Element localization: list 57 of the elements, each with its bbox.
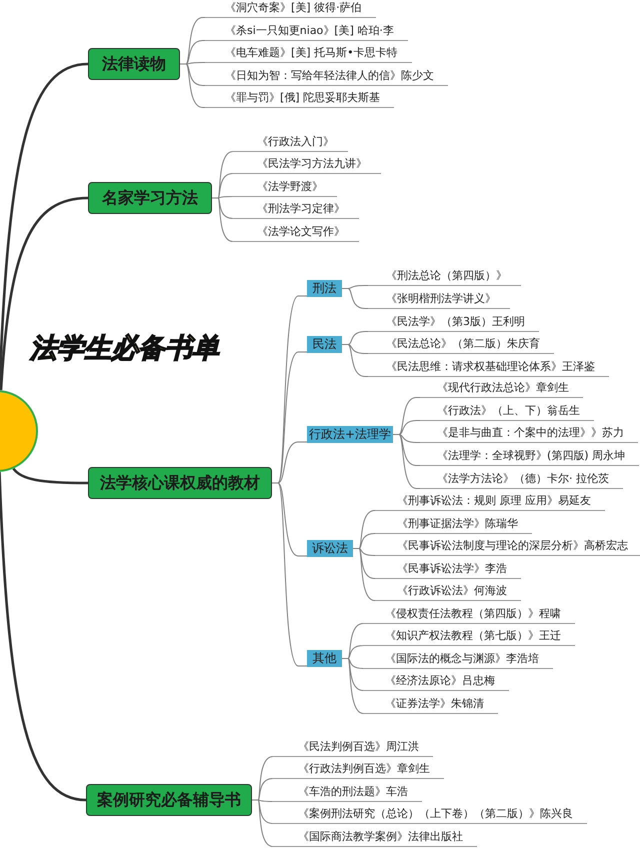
connector [180, 64, 206, 108]
connector [342, 658, 364, 714]
book-item: 《电车难题》[美] 托马斯•卡思卡特 [205, 45, 412, 63]
topic-box: 法律读物 [88, 48, 180, 80]
book-item: 《法学方法论》（德）卡尔· 拉伦茨 [420, 471, 623, 489]
connector [0, 472, 86, 802]
book-item: 《法学野渡》 [232, 179, 337, 197]
book-item: 《刑法学习定律》 [232, 201, 359, 219]
book-item: 《法学论文写作》 [232, 224, 359, 242]
connector [0, 196, 88, 390]
book-item: 《罪与罚》[俄] 陀思妥耶夫斯基 [205, 90, 394, 108]
book-item: 《现代行政法总论》章剑生 [420, 380, 583, 398]
connector [252, 800, 274, 847]
title: 法学生必备书单 [30, 332, 219, 366]
connector [12, 468, 88, 484]
book-item: 《刑事证据法学》陈瑞华 [375, 516, 532, 534]
book-item: 《张明楷刑法学讲义》 [368, 291, 510, 309]
book-item: 《民法总论》（第二版）朱庆育 [368, 336, 554, 354]
book-item: 《车浩的刑法题》车浩 [272, 784, 422, 802]
book-item: 《国际法的概念与渊源》李浩培 [363, 651, 553, 669]
book-item: 《刑事诉讼法：规则 原理 应用》易延友 [375, 493, 605, 511]
topic-box: 案例研究必备辅导书 [86, 784, 252, 816]
category-box: 其他 [307, 650, 342, 667]
category-box: 诉讼法 [307, 540, 353, 557]
connector [272, 482, 308, 666]
connector [342, 344, 368, 377]
book-item: 《行政法判例百选》章剑生 [272, 761, 444, 779]
book-item: 《行政法》（上、下）翁岳生 [420, 403, 594, 421]
connector [392, 434, 420, 489]
category-box: 民法 [307, 336, 342, 353]
book-item: 《经济法原论》吕忠梅 [363, 673, 509, 691]
book-item: 《知识产权法教程（第七版）》王迁 [363, 628, 575, 646]
book-item: 《民法思维：请求权基础理论体系》王泽鉴 [368, 359, 609, 377]
connector [212, 198, 234, 242]
book-item: 《民事诉讼法制度与理论的深层分析》高桥宏志 [375, 538, 640, 556]
book-item: 《民法判例百选》周江洪 [272, 739, 433, 757]
book-item: 《行政法入门》 [232, 134, 348, 152]
book-item: 《杀si一只知更niao》[美] 哈珀·李 [205, 23, 408, 41]
book-item: 《侵权责任法教程（第四版）》程啸 [363, 606, 575, 624]
book-item: 《国际商法教学案例》法律出版社 [272, 829, 477, 847]
book-item: 《洞穴奇案》[美] 彼得·萨伯 [205, 0, 376, 18]
book-item: 《是非与曲直：个案中的法理》》苏力 [420, 425, 638, 443]
topic-box: 法学核心课权威的教材 [88, 467, 272, 499]
category-box: 刑法 [307, 280, 342, 297]
book-item: 《证券法学》朱锦清 [363, 696, 498, 714]
connector [352, 548, 376, 601]
book-item: 《日知为智：写给年轻法律人的信》陈少文 [205, 68, 448, 86]
book-item: 《案例刑法研究（总论）（上下卷）（第二版）》陈兴良 [272, 806, 587, 824]
connector [342, 288, 368, 309]
category-box: 行政法+法理学 [307, 426, 393, 443]
topic-box: 名家学习方法 [88, 182, 212, 214]
book-item: 《法理学：全球视野》(第四版) 周永坤 [420, 448, 640, 466]
book-item: 《民法学习方法九讲》 [232, 156, 381, 174]
book-item: 《刑法总论（第四版）》 [368, 268, 521, 286]
book-item: 《民事诉讼法学》李浩 [375, 561, 521, 579]
book-item: 《民法学》（第3版）王利明 [368, 314, 539, 332]
book-item: 《行政诉讼法》何海波 [375, 583, 521, 601]
